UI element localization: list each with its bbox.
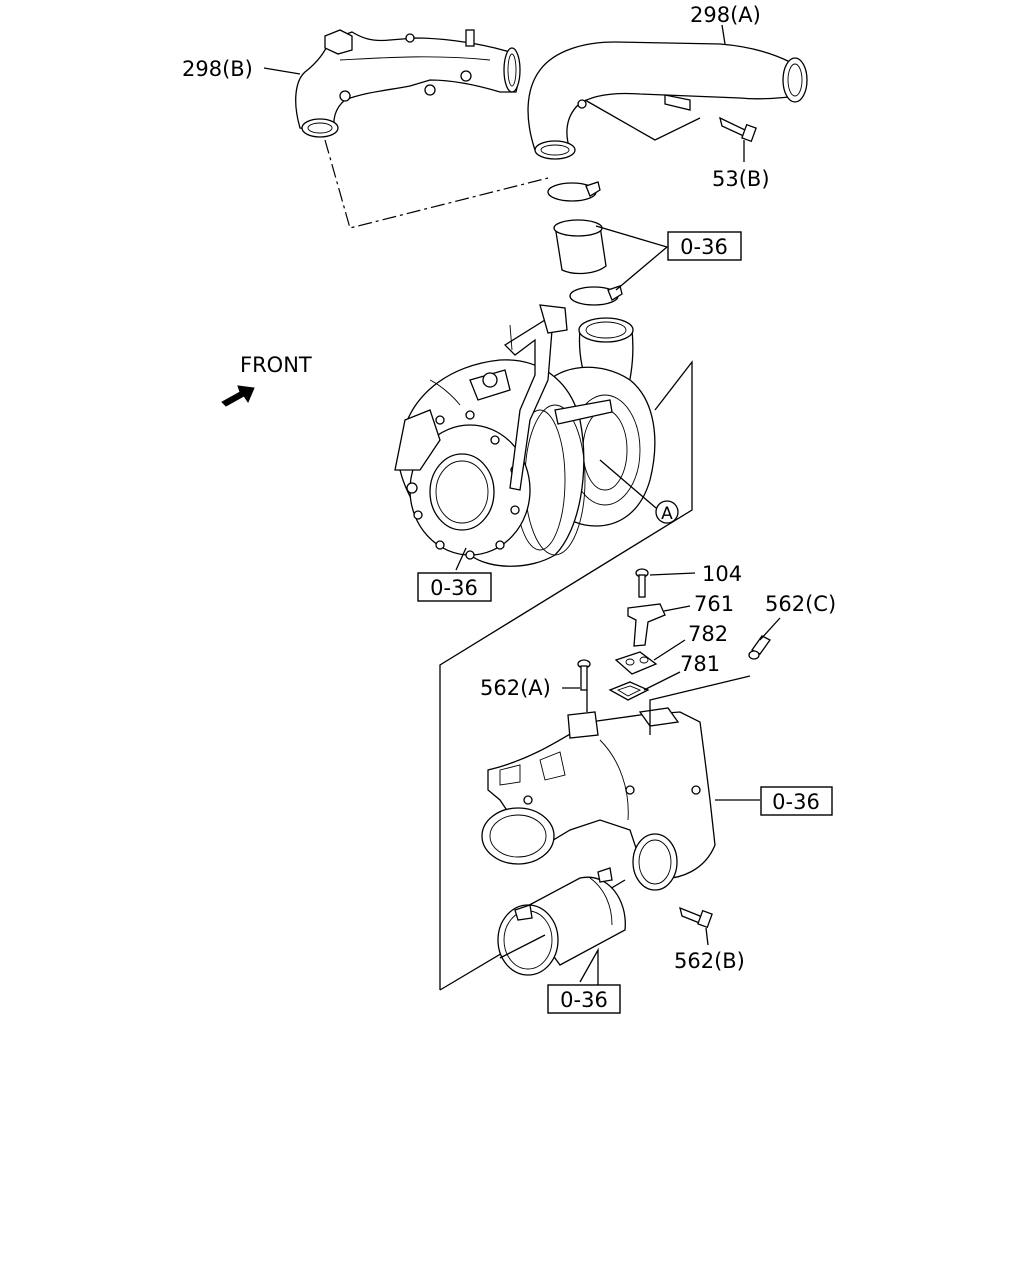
front-arrow-icon: [221, 385, 255, 407]
ref-box-bottom: 0-36: [547, 984, 621, 1014]
marker-a: A: [599, 459, 679, 524]
label-761: 761: [694, 592, 734, 616]
turbocharger: [394, 304, 656, 567]
label-782: 782: [688, 622, 728, 646]
hose-coupling: [553, 219, 607, 275]
pipe-298a: [527, 41, 808, 160]
intake-manifold: [481, 707, 716, 891]
ref-box-right: 0-36: [760, 786, 833, 816]
bolt-562a: [577, 659, 591, 691]
bolt-53b: [719, 116, 757, 143]
bolt-562b: [679, 906, 713, 929]
label-562b: 562(B): [674, 949, 745, 973]
label-298b: 298(B): [182, 57, 253, 81]
label-298a: 298(A): [690, 3, 761, 27]
ref-box-top: 0-36: [667, 231, 742, 261]
ref-box-turbo-label: 0-36: [430, 576, 478, 600]
plate-781: [608, 681, 650, 701]
gasket-782: [614, 651, 658, 675]
label-562c: 562(C): [765, 592, 836, 616]
label-53b: 53(B): [712, 167, 770, 191]
front-direction: FRONT: [221, 353, 312, 407]
front-label: FRONT: [240, 353, 312, 377]
label-781: 781: [680, 652, 720, 676]
bolt-562c: [748, 635, 771, 660]
bolt-104: [635, 568, 649, 598]
leader-lines: [263, 24, 781, 985]
group-frame-turbo: [439, 360, 693, 990]
clamp-lower: [569, 285, 623, 306]
ref-box-top-label: 0-36: [680, 235, 728, 259]
sensor-761: [627, 603, 666, 647]
ref-box-bottom-label: 0-36: [560, 988, 608, 1012]
marker-a-label: A: [661, 504, 673, 524]
chain-line-298b: [324, 139, 549, 229]
pipe-298b: [295, 29, 521, 138]
clamp-upper: [547, 181, 601, 202]
hose-bottom: [497, 867, 626, 976]
ref-box-turbo: 0-36: [417, 572, 492, 602]
label-562a: 562(A): [480, 676, 551, 700]
ref-box-right-label: 0-36: [772, 790, 820, 814]
label-104: 104: [702, 562, 742, 586]
